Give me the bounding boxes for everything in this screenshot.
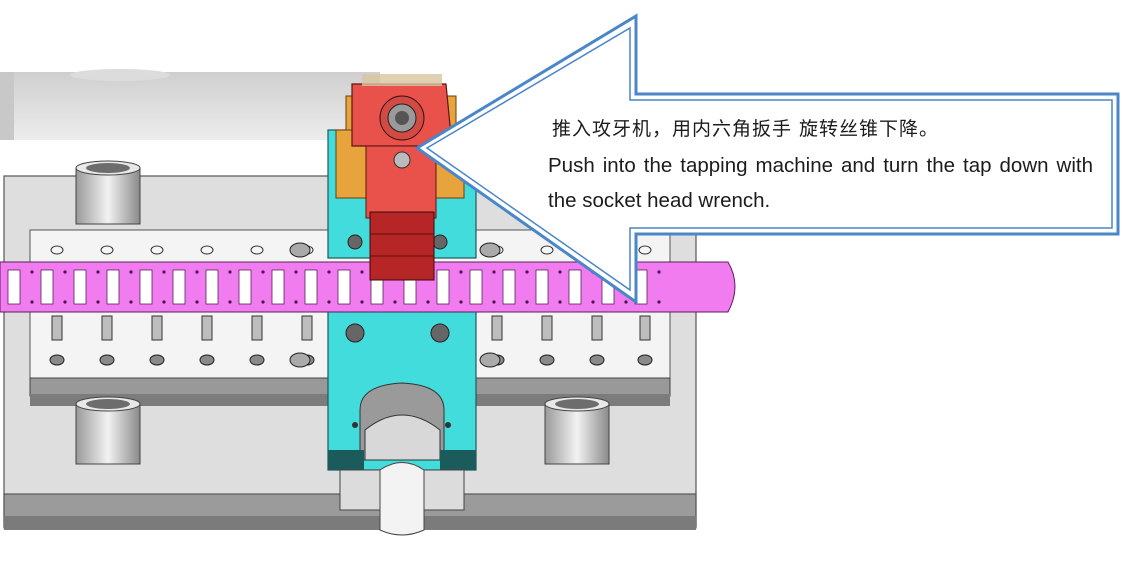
- bolt-hole: [479, 242, 501, 258]
- strip-hole: [492, 300, 496, 304]
- strip-slot: [139, 269, 153, 305]
- pin-hole: [199, 354, 215, 366]
- strip-hole: [162, 270, 166, 274]
- strip-hole: [657, 270, 661, 274]
- pilot-pin: [51, 315, 63, 341]
- pilot-pin: [541, 315, 553, 341]
- bolt-hole: [289, 352, 311, 368]
- callout-text-chinese: 推入攻牙机，用内六角扳手 旋转丝锥下降。: [552, 118, 940, 140]
- pin-hole: [49, 354, 65, 366]
- pin-hole: [50, 245, 64, 255]
- strip-hole: [162, 300, 166, 304]
- guide-bushing-top-left: [75, 160, 141, 225]
- strip-slot: [535, 269, 549, 305]
- strip-hole: [525, 270, 529, 274]
- pin-hole: [249, 354, 265, 366]
- pin-hole: [589, 354, 605, 366]
- strip-hole: [30, 270, 34, 274]
- strip-slot: [205, 269, 219, 305]
- pin-hole: [539, 354, 555, 366]
- pin-hole: [637, 354, 653, 366]
- strip-slot: [502, 269, 516, 305]
- pin-hole: [250, 245, 264, 255]
- strip-hole: [63, 300, 67, 304]
- strip-slot: [172, 269, 186, 305]
- strip-hole: [96, 300, 100, 304]
- pilot-pin: [491, 315, 503, 341]
- pin-hole: [149, 354, 165, 366]
- strip-slot: [73, 269, 87, 305]
- strip-hole: [459, 300, 463, 304]
- strip-hole: [591, 300, 595, 304]
- strip-hole: [30, 300, 34, 304]
- callout-arrow-icon: [414, 13, 1120, 305]
- pilot-pins: [49, 242, 653, 368]
- strip-hole: [129, 270, 133, 274]
- strip-hole: [96, 270, 100, 274]
- pin-hole: [150, 245, 164, 255]
- bolt-hole: [289, 242, 311, 258]
- strip-hole: [228, 270, 232, 274]
- pin-hole: [100, 245, 114, 255]
- strip-slot: [436, 269, 450, 305]
- pilot-pin: [201, 315, 213, 341]
- slot-plate: [339, 462, 465, 536]
- pilot-pin: [151, 315, 163, 341]
- strip-hole: [294, 270, 298, 274]
- strip-hole: [624, 300, 628, 304]
- strip-hole: [228, 300, 232, 304]
- strip-slot: [568, 269, 582, 305]
- strip-hole: [261, 300, 265, 304]
- strip-hole: [129, 300, 133, 304]
- strip-slot: [271, 269, 285, 305]
- callout-text-english: Push into the tapping machine and turn t…: [548, 154, 1093, 212]
- strip-hole: [195, 300, 199, 304]
- pin-hole: [200, 245, 214, 255]
- pilot-pin: [301, 315, 313, 341]
- strip-slot: [304, 269, 318, 305]
- strip-slot: [469, 269, 483, 305]
- guide-bushing-bottom-right: [544, 396, 610, 465]
- pin-hole: [540, 245, 554, 255]
- strip-slot: [7, 269, 21, 305]
- strip-hole: [393, 300, 397, 304]
- strip-slot: [106, 269, 120, 305]
- strip-slot: [238, 269, 252, 305]
- strip-slot: [40, 269, 54, 305]
- pilot-pin: [591, 315, 603, 341]
- pilot-pin: [639, 315, 651, 341]
- upper-plate: [0, 69, 380, 140]
- strip-hole: [327, 300, 331, 304]
- strip-hole: [327, 270, 331, 274]
- strip-hole: [657, 300, 661, 304]
- strip-hole: [558, 300, 562, 304]
- strip-hole: [459, 270, 463, 274]
- strip-hole: [492, 270, 496, 274]
- strip-hole: [360, 300, 364, 304]
- metal-strip-icon: [0, 261, 736, 313]
- guide-bushing-bottom-left: [75, 396, 141, 465]
- callout-text: 推入攻牙机，用内六角扳手 旋转丝锥下降。 Push into the tappi…: [548, 116, 1093, 218]
- strip-hole: [294, 300, 298, 304]
- strip-hole: [360, 270, 364, 274]
- pin-hole: [638, 245, 652, 255]
- strip-hole: [426, 300, 430, 304]
- strip-hole: [195, 270, 199, 274]
- pin-hole: [99, 354, 115, 366]
- strip-hole: [525, 300, 529, 304]
- pilot-pin: [251, 315, 263, 341]
- pilot-pin: [101, 315, 113, 341]
- strip-slot: [337, 269, 351, 305]
- bolt-hole: [479, 352, 501, 368]
- strip-hole: [558, 270, 562, 274]
- strip-hole: [63, 270, 67, 274]
- strip-hole: [261, 270, 265, 274]
